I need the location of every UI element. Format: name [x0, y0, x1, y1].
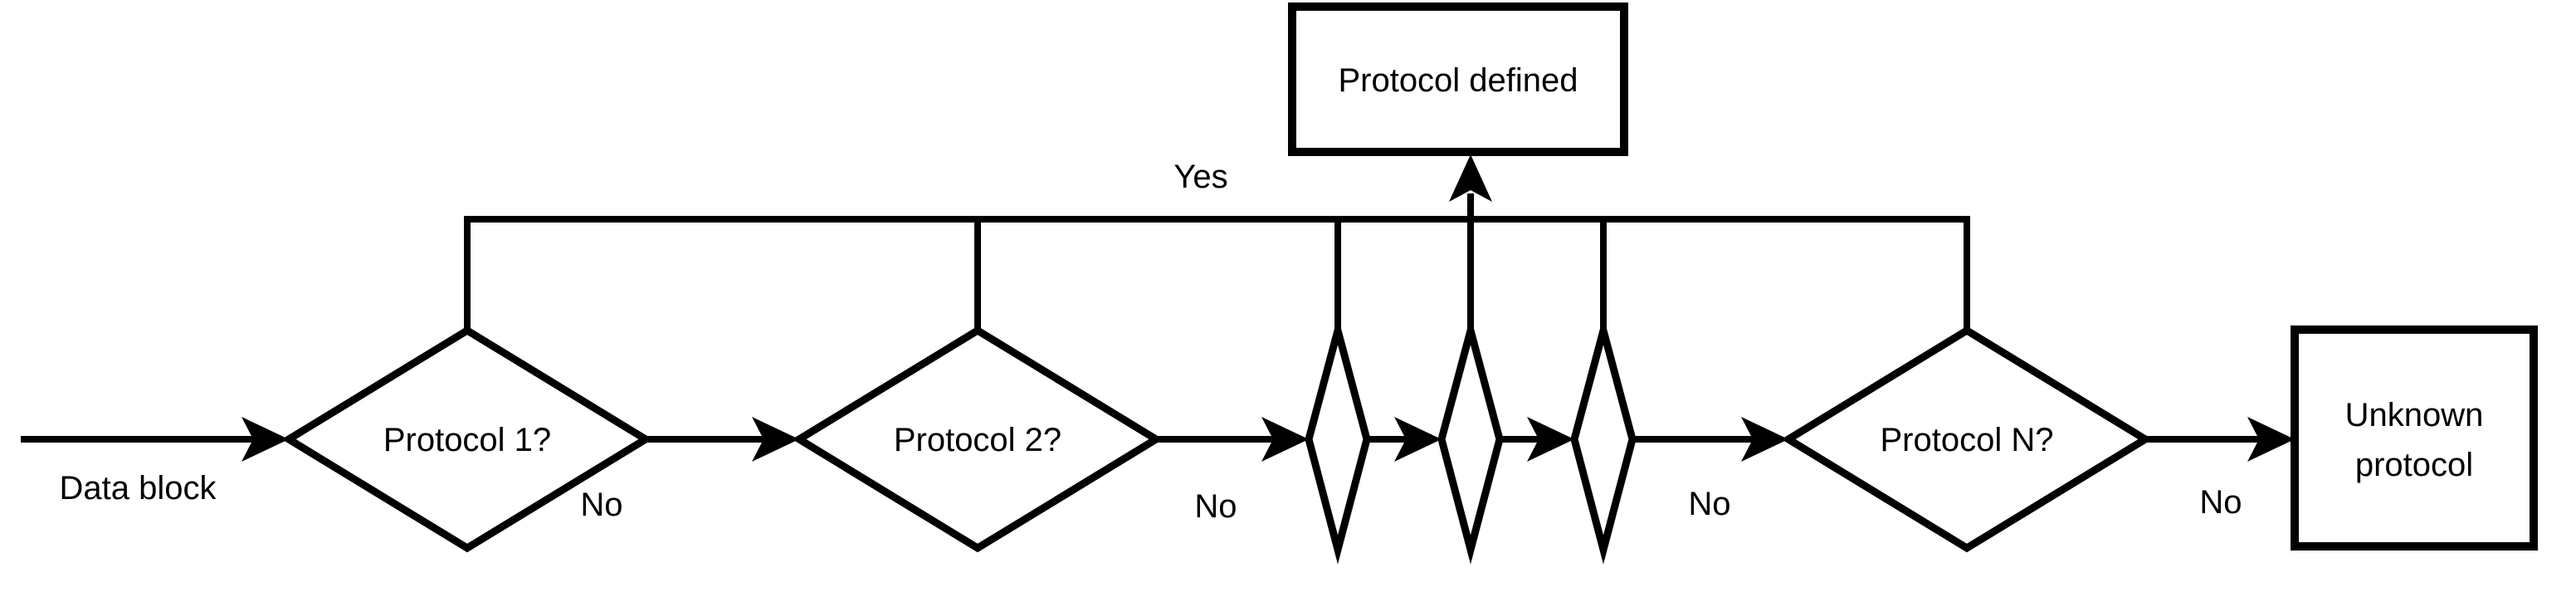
- label-data-block: Data block: [60, 470, 217, 507]
- protocol-1-diamond: [281, 325, 653, 553]
- yes-bus: Yes: [464, 154, 1970, 335]
- unknown-protocol-label-line1: Unknown: [2345, 397, 2484, 433]
- label-no-4: No: [2199, 484, 2242, 521]
- process-unknown-protocol: Unknown protocol: [2291, 325, 2538, 551]
- arrowhead-into-protocol-1: [242, 417, 289, 462]
- ellipsis-diamond-1: [1305, 316, 1371, 565]
- decision-ellipsis: [1305, 316, 1637, 565]
- arrowhead-into-ellipsis-1: [1261, 417, 1309, 462]
- up-arrowhead: [1449, 154, 1492, 202]
- process-protocol-defined: Protocol defined: [1288, 2, 1628, 156]
- label-yes: Yes: [1173, 159, 1227, 195]
- protocol-n-label: Protocol N?: [1881, 422, 2054, 458]
- arrowhead-into-unknown-protocol: [2247, 417, 2295, 462]
- decision-protocol-n: Protocol N?: [1781, 325, 2153, 553]
- ellipsis-diamond-2: [1437, 316, 1504, 565]
- main-flow: Data block No No No No: [21, 417, 2295, 525]
- protocol-2-diamond: [792, 325, 1164, 553]
- unknown-protocol-box: [2291, 325, 2538, 551]
- label-no-3: No: [1688, 486, 1730, 522]
- protocol-defined-box: [1288, 2, 1628, 156]
- arrowhead-into-ellipsis-3: [1527, 417, 1574, 462]
- label-no-2: No: [1194, 488, 1237, 525]
- protocol-2-label: Protocol 2?: [894, 422, 1061, 458]
- protocol-1-label: Protocol 1?: [383, 422, 551, 458]
- decision-protocol-1: Protocol 1?: [281, 325, 653, 553]
- protocol-n-diamond: [1781, 325, 2153, 553]
- arrowhead-into-ellipsis-2: [1394, 417, 1442, 462]
- label-no-1: No: [580, 487, 622, 523]
- arrowhead-into-protocol-2: [752, 417, 799, 462]
- ellipsis-diamond-3: [1570, 316, 1637, 565]
- decision-protocol-2: Protocol 2?: [792, 325, 1164, 553]
- protocol-defined-label: Protocol defined: [1338, 62, 1578, 99]
- arrowhead-into-protocol-n: [1741, 417, 1788, 462]
- unknown-protocol-label-line2: protocol: [2355, 447, 2473, 483]
